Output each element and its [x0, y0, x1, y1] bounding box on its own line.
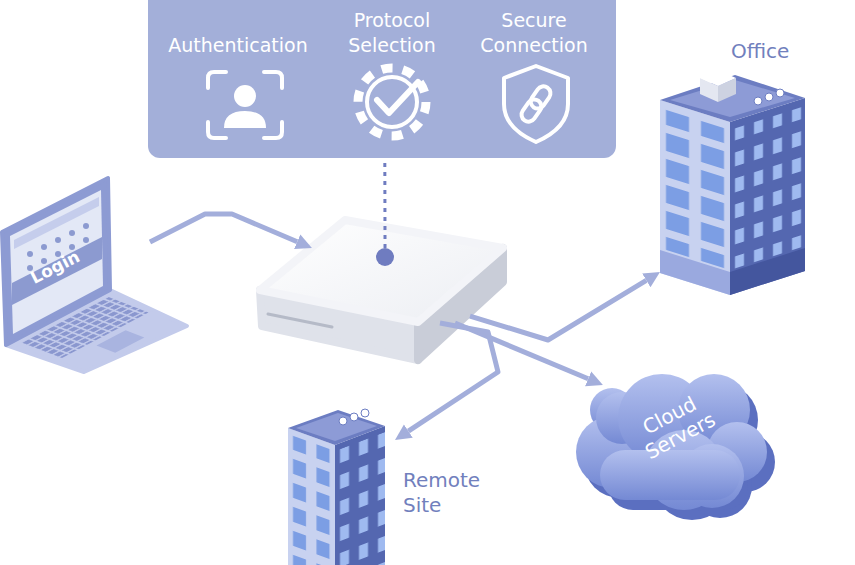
check-icon	[377, 82, 418, 113]
building-face	[660, 100, 730, 295]
connector-arrow	[150, 214, 297, 242]
roof-vent	[339, 417, 347, 425]
router-dot	[376, 248, 394, 266]
node-label: Office	[731, 39, 821, 64]
node-label: Remote Site	[403, 468, 503, 518]
login-band	[12, 237, 102, 305]
node-label: Authentication	[148, 33, 328, 58]
roof-vent	[350, 413, 358, 421]
remote-roof	[288, 410, 385, 445]
roof-vent	[754, 97, 762, 105]
node-label: Login	[18, 240, 91, 293]
dot	[69, 230, 75, 236]
office-left-face	[660, 100, 730, 295]
roof-vents	[339, 409, 369, 425]
remote-left-face	[288, 428, 335, 565]
link-icon	[519, 84, 553, 125]
roof-vent	[776, 89, 784, 97]
roof-cube	[700, 70, 736, 86]
dot	[83, 237, 89, 243]
dot	[55, 237, 61, 243]
building-face	[288, 428, 335, 565]
network-node: Login	[0, 178, 150, 373]
gear-teeth-icon	[358, 68, 426, 136]
building-face	[730, 98, 805, 295]
network-node: Cloud Servers	[560, 385, 755, 518]
connector-arrow	[408, 323, 498, 431]
gear-ring-icon	[367, 77, 417, 127]
dot	[41, 244, 47, 250]
network-node: Remote Site	[285, 400, 395, 565]
roof-vent	[765, 93, 773, 101]
shield-icon	[504, 66, 568, 142]
office-roof	[660, 75, 805, 122]
roof-vent	[361, 409, 369, 417]
screen-bar	[14, 197, 99, 249]
building-base	[730, 248, 805, 295]
person-body-icon	[224, 111, 266, 128]
building-windows	[660, 108, 730, 270]
roof-vents	[754, 89, 784, 105]
node-label: Secure Connection	[474, 8, 594, 58]
router-slot	[268, 314, 332, 327]
remote-right-face	[335, 426, 385, 565]
dot	[27, 251, 33, 257]
connector-arrow	[470, 280, 646, 340]
dotted-leader	[383, 158, 386, 248]
cloud-shape	[576, 374, 767, 510]
node-label: Protocol Selection	[332, 8, 452, 58]
laptop-screen	[10, 190, 103, 334]
laptop-screen-frame	[2, 178, 110, 345]
router-top	[260, 220, 503, 322]
cloud-puff	[600, 450, 740, 500]
building-windows	[335, 432, 385, 565]
person-head-icon	[234, 85, 256, 107]
office-right-face	[730, 98, 805, 295]
building-face	[335, 426, 385, 565]
network-node: Office	[660, 35, 810, 297]
dot	[83, 223, 89, 229]
node-label: Cloud Servers	[620, 382, 730, 470]
building-windows	[730, 106, 805, 270]
building-base	[660, 250, 730, 295]
network-node	[305, 248, 470, 323]
building-windows	[288, 434, 335, 565]
link-ring	[519, 97, 544, 125]
feature-panel	[148, 0, 616, 158]
scan-frame-icon	[208, 72, 282, 138]
touchpad	[96, 330, 144, 353]
network-node: AuthenticationProtocol Selection Secure C…	[148, 0, 616, 158]
